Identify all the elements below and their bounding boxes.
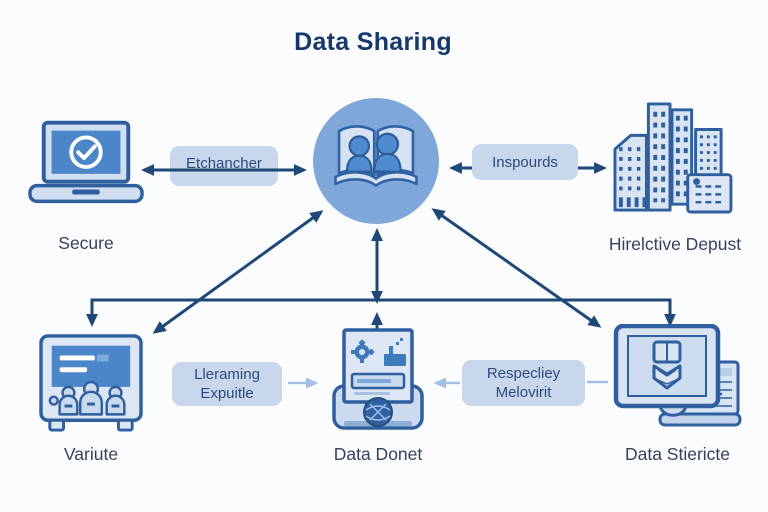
node-stiericte xyxy=(610,324,742,430)
open-book-people-icon xyxy=(334,125,418,187)
node-secure xyxy=(28,120,144,208)
edge-label-respecliey: Respecliey Melovirit xyxy=(462,360,585,406)
arrow-hub-stiericte-diagonal xyxy=(431,208,602,328)
edge-label-text: Inspourds xyxy=(492,153,558,171)
node-label-secure: Secure xyxy=(58,233,114,253)
edge-label-line2: Expuitle xyxy=(200,385,254,402)
edge-label-inspourds: Inspourds xyxy=(472,144,578,180)
arrow-hub-variute-diagonal xyxy=(152,210,324,334)
arrow-crossbar xyxy=(86,298,676,327)
laptop-checkmark-icon xyxy=(28,120,144,204)
node-label-donet: Data Donet xyxy=(333,444,423,464)
diagram-title: Data Sharing xyxy=(294,28,452,56)
node-variute xyxy=(38,332,144,432)
edge-label-line1: Respecliey xyxy=(486,365,561,382)
edge-label-lleraming: Lleraming Expuitle xyxy=(172,362,282,406)
edge-label-line1: Lleraming xyxy=(194,366,260,383)
printer-document-gear-icon xyxy=(332,328,424,430)
globe-icon xyxy=(363,397,393,427)
hub-circle xyxy=(313,98,439,224)
node-label-variute: Variute xyxy=(63,444,119,464)
node-label-buildings: Hirelctive Depust xyxy=(608,234,742,254)
book-box-glyph xyxy=(652,340,682,390)
factory-icon xyxy=(384,338,406,366)
city-buildings-icon xyxy=(613,102,733,214)
monitor-laptop-book-icon xyxy=(613,324,742,427)
node-label-stiericte: Data Stiericte xyxy=(624,444,731,464)
node-donet xyxy=(332,328,424,432)
gear-icon xyxy=(351,339,375,363)
node-buildings xyxy=(608,100,734,214)
edge-label-line2: Melovirit xyxy=(495,384,552,401)
tv-audience-icon xyxy=(39,334,143,432)
